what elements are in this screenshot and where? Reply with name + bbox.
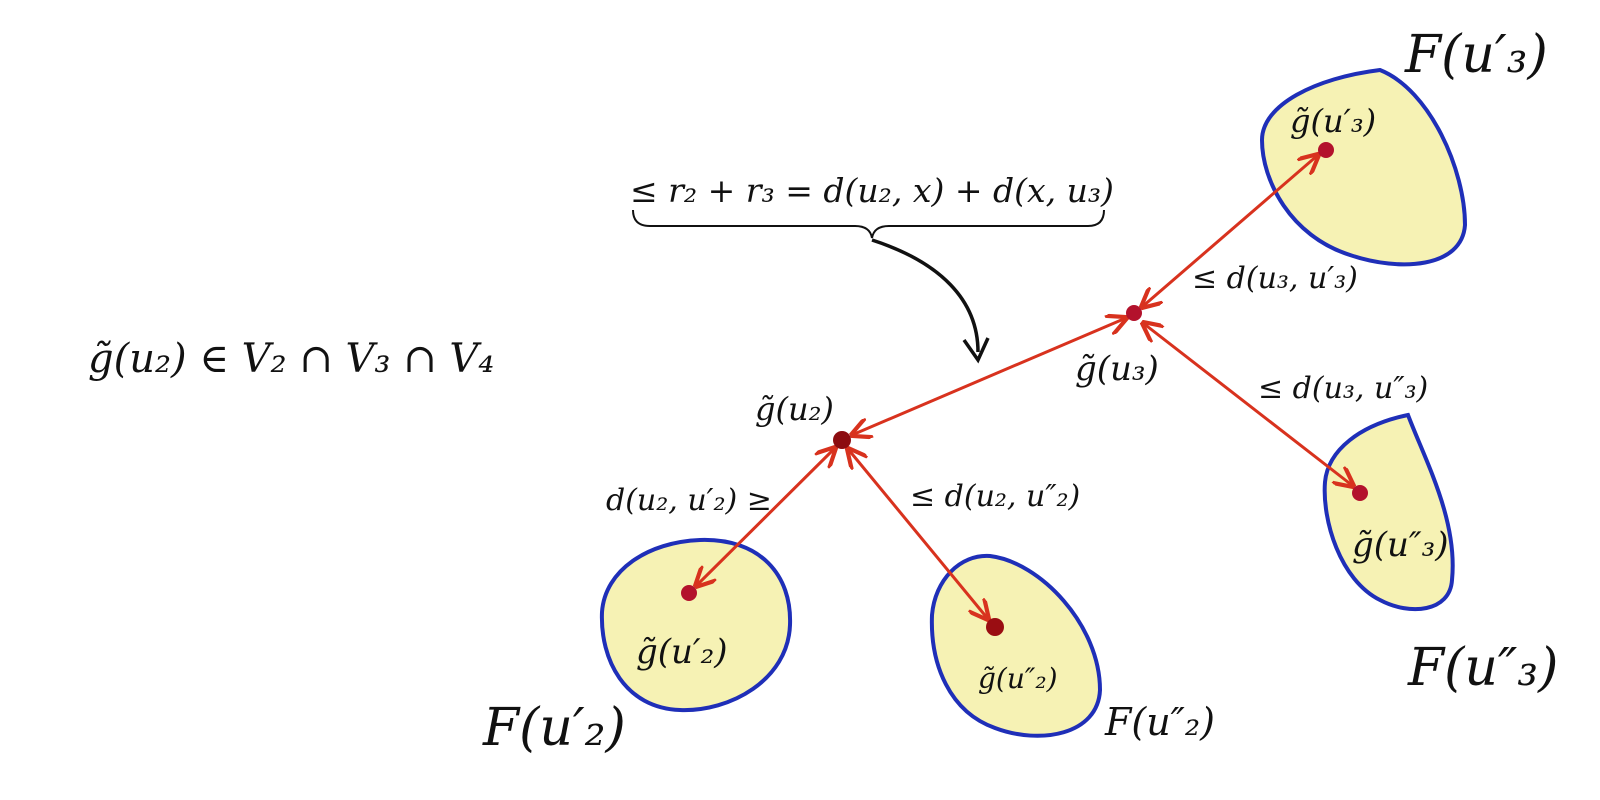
point-label-u2-prime: g̃(u′₂) xyxy=(636,632,728,672)
region-label-f-u2-prime: F(u′₂) xyxy=(482,698,626,758)
region-label-f-u2-double: F(u″₂) xyxy=(1104,700,1215,744)
brace-pointer-arrow xyxy=(871,238,980,353)
point-u3-prime xyxy=(1318,142,1334,158)
link-u2-to-u3 xyxy=(852,318,1126,435)
region-label-f-u3-prime: F(u′₃) xyxy=(1404,25,1548,85)
region-label-f-u3-double: F(u″₃) xyxy=(1407,638,1558,698)
link-u3-to-u3-double xyxy=(1143,323,1353,486)
region-f-u3-prime xyxy=(1259,67,1468,267)
point-u3 xyxy=(1126,305,1142,321)
point-u3-double xyxy=(1352,485,1368,501)
distance-label-u2-u2-prime: d(u₂, u′₂) ≥ xyxy=(606,483,772,518)
point-label-u3-double: g̃(u″₃) xyxy=(1352,525,1449,565)
brace-pointer-arrowhead xyxy=(962,337,990,364)
point-u2-double xyxy=(986,618,1004,636)
link-u2-to-u2-double xyxy=(848,449,988,619)
point-u2-prime xyxy=(681,585,697,601)
point-u2 xyxy=(833,431,851,449)
region-f-u3-double xyxy=(1322,412,1455,612)
distance-label-u3-u3-prime: ≤ d(u₃, u′₃) xyxy=(1192,261,1358,296)
condition-label: g̃(u₂) ∈ V₂ ∩ V₃ ∩ V₄ xyxy=(88,336,494,382)
bound-label: ≤ r₂ + r₃ = d(u₂, x) + d(x, u₃) xyxy=(630,171,1114,210)
center-label-u2: g̃(u₂) xyxy=(755,390,834,428)
center-label-u3: g̃(u₃) xyxy=(1075,349,1159,389)
underbrace xyxy=(632,209,1105,239)
link-u3-to-u3-prime xyxy=(1142,155,1318,307)
point-label-u2-double: g̃(u″₂) xyxy=(978,662,1058,695)
region-f-u2-prime xyxy=(599,537,793,713)
point-label-u3-prime: g̃(u′₃) xyxy=(1290,102,1376,140)
distance-label-u3-u3-double: ≤ d(u₃, u″₃) xyxy=(1258,371,1428,406)
distance-label-u2-u2-double: ≤ d(u₂, u″₂) xyxy=(910,479,1080,514)
link-u2-to-u2-prime xyxy=(696,448,835,586)
